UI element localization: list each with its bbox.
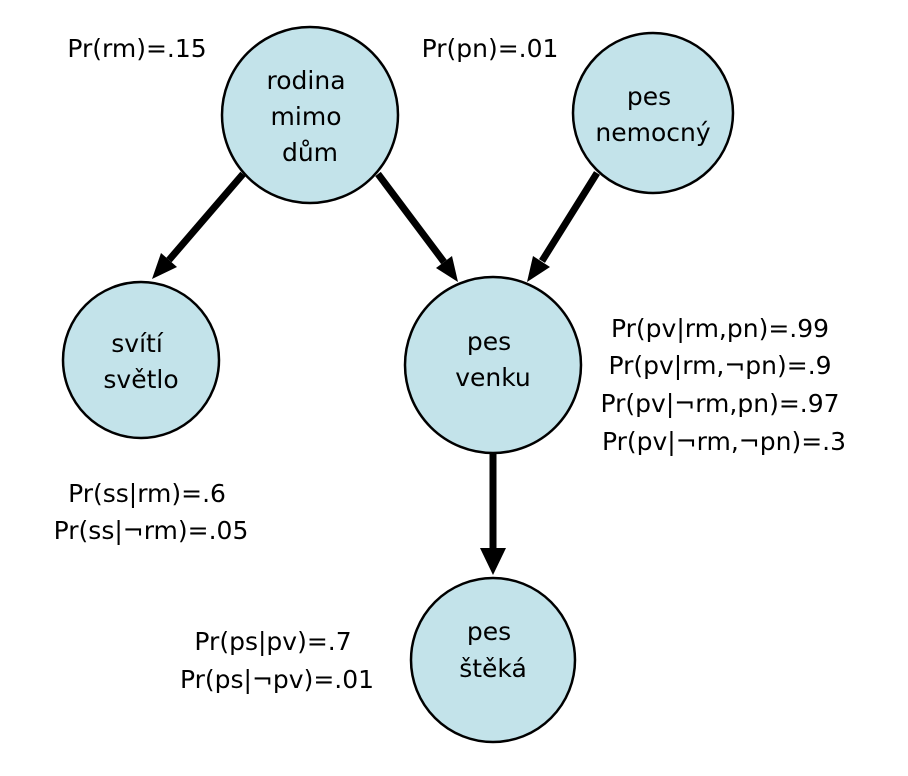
arrowhead-icon <box>480 548 506 575</box>
node-circle <box>220 25 400 205</box>
node-circle <box>403 275 583 455</box>
prob-pn: Pr(pn)=.01 <box>422 34 559 63</box>
node-label: pes venku <box>455 327 531 392</box>
node-pes-steka: pes štěká <box>409 576 577 744</box>
node-label: rodina mimo dům <box>267 66 354 167</box>
node-sviti-svetlo: svítí světlo <box>61 280 221 440</box>
edge-pv-to-ps <box>480 453 506 575</box>
edge-line <box>539 171 600 263</box>
edge-line <box>166 171 246 263</box>
edges <box>152 171 600 575</box>
edge-rm-to-ss <box>152 171 246 279</box>
node-rodina-mimo-dum: rodina mimo dům <box>220 25 400 205</box>
prob-pv: Pr(pv|rm,pn)=.99 Pr(pv|rm,¬pn)=.9 Pr(pv|… <box>601 314 848 456</box>
node-label: pes nemocný <box>595 82 710 147</box>
edge-rm-to-pv <box>375 171 458 282</box>
prob-ss: Pr(ss|rm)=.6 Pr(ss|¬rm)=.05 <box>54 479 249 545</box>
node-circle <box>571 31 735 195</box>
edge-line <box>375 171 447 265</box>
arrowhead-icon <box>436 256 458 282</box>
node-label: svítí světlo <box>103 329 178 394</box>
node-pes-venku: pes venku <box>403 275 583 455</box>
prob-ps: Pr(ps|pv)=.7 Pr(ps|¬pv)=.01 <box>180 627 374 694</box>
edge-pn-to-pv <box>527 171 600 282</box>
node-pes-nemocny: pes nemocný <box>571 31 735 195</box>
arrowhead-icon <box>152 253 177 279</box>
node-circle <box>61 280 221 440</box>
node-circle <box>409 576 577 744</box>
arrowhead-icon <box>527 256 550 282</box>
prob-rm: Pr(rm)=.15 <box>67 34 206 63</box>
node-label: pes štěká <box>459 617 527 683</box>
